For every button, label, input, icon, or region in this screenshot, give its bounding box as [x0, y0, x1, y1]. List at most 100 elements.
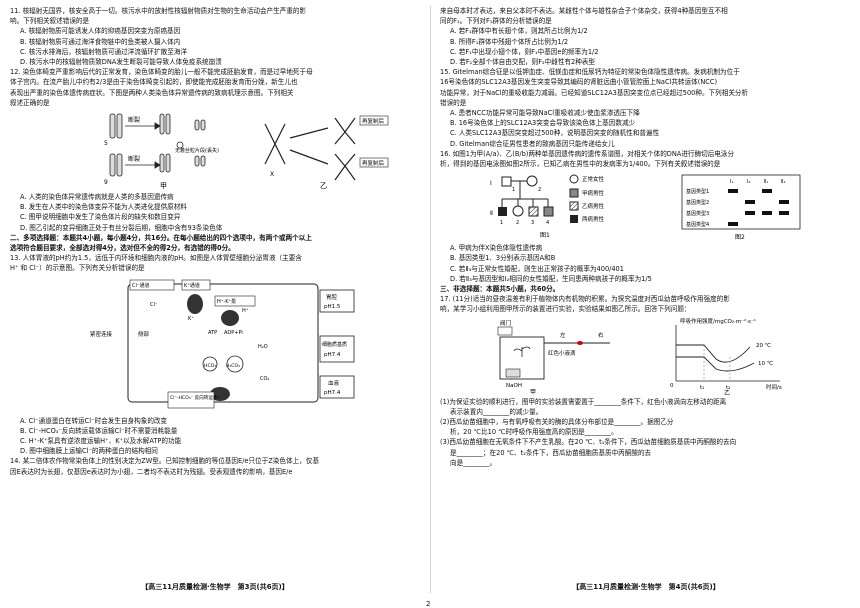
q14-option-c: C. 若F₁中出现小翅个体，则F₁中基因e的频率为1/2 — [450, 47, 599, 56]
q14-stem-cont: 来自母本时才表达，来自父本时不表达。某雌性个体与雄性杂合子个体杂交，获得4种基因… — [440, 7, 728, 15]
q12-stem: 体子宫内。在流产胎儿中约有2/3是由于染色体畸变引起的，即使能完成胚胎发育而分娩… — [10, 78, 298, 87]
gel-row: 基因类型3 — [686, 210, 709, 217]
label-origin: 0 — [670, 383, 674, 389]
q13-option-c: C. H⁺-K⁺泵具有逆浓度运输H⁺、K⁺以及水解ATP的功能 — [20, 437, 182, 446]
page-footer: 【高三11月质量检测·生物学 第3页(共6页)】 — [141, 583, 289, 591]
q15-stem: 15. Gitelman综合征是以低钾血症、低镁血症和低尿钙为特征的常染色体隐性… — [440, 68, 740, 77]
gel-col: Ⅰ₂ — [747, 179, 750, 185]
q17-sub3: 向是________。 — [450, 458, 497, 467]
gel-band — [745, 211, 755, 216]
pedigree-II4 — [543, 206, 554, 217]
q14-option-d: D. 若F₁全部个体自由交配，则F₂中雌性有2种表型 — [450, 58, 596, 67]
ind-4: 4 — [546, 220, 549, 226]
fig-label-jia: 甲 — [160, 182, 167, 190]
ind-2: 2 — [516, 220, 519, 226]
legend-jia-male: 甲病男性 — [582, 189, 605, 197]
q15-stem: 错误的是 — [440, 98, 467, 107]
curve-10c — [676, 356, 755, 372]
q15-option-d: D. Gitelman综合征男性患者的致病基因只能传递给女儿 — [450, 139, 615, 148]
label-cl: Cl⁻ — [150, 302, 158, 308]
label-right: 右 — [598, 331, 604, 339]
ind-2: 2 — [538, 187, 541, 193]
label-k-channel: K⁺通道 — [184, 282, 200, 289]
fig1-label: 图1 — [540, 232, 550, 239]
q17-sub2: 析，20 ℃比10 ℃时呼吸作用强度高的原因是________。 — [450, 428, 618, 437]
q15-stem: 16号染色体的SLC12A3基因发生突变导致其编码的肾脏远曲小管管腔面上NaCl… — [440, 78, 718, 87]
chromosome-9 — [109, 153, 116, 177]
label-t2: t₂ — [726, 385, 730, 391]
gel-band — [745, 200, 755, 205]
section-2-heading: 选项符合题目要求，全部选对得4分，选对但不全的得2分，有选错的得0分。 — [10, 244, 235, 253]
legend-both-male: 两病男性 — [582, 215, 605, 223]
label-9: 9 — [104, 179, 108, 186]
q16-figure: Ⅰ Ⅱ 1 2 1 2 3 4 — [440, 171, 852, 241]
curve-20c — [676, 344, 751, 363]
graph-xlabel: 时间/s — [766, 383, 782, 391]
q16-option-d: D. 若Ⅱ₃与基因型和Ⅰ₂相同的女性婚配，生同患两种病孩子的概率为1/5 — [450, 274, 652, 283]
gel-band — [779, 200, 789, 205]
q16-option-b: B. 基因类型1、3分别表示基因A和B — [450, 254, 556, 263]
label-atp: ATP — [208, 330, 217, 336]
q17-sub1: (1)为保证实验的顺利进行，图甲的实验装置需要置于________条件下，红色小… — [440, 397, 727, 406]
label-cytoplasm: 细胞质基质 — [322, 341, 347, 348]
q17-sub3: 是________；在20 ℃、t₂条件下，西瓜幼苗细胞质基质中丙酮酸的去 — [450, 448, 652, 457]
q13-option-d: D. 图中细胞膜上运输Cl⁻的两种蛋白的结构相同 — [20, 447, 158, 456]
q12-stem: 12. 染色体畸变严重影响后代的正常发育，染色体畸变的胎儿一般不能完成胚胎发育，… — [10, 68, 313, 77]
label-hco3: HCO₃⁻ — [204, 363, 219, 369]
legend-normal-female: 正常女性 — [582, 175, 605, 183]
q15-option-b: B. 16号染色体上的SLC12A3突变会导致该染色体上基因数减少 — [450, 119, 636, 128]
label-hk-pump: H⁺-K⁺泵 — [217, 299, 236, 305]
q11-option-d: D. 核污水中的核辐射物质致DNA发生断裂可能导致人体免疫系统崩溃 — [20, 58, 222, 67]
label-20c: 20 ℃ — [756, 342, 771, 349]
q11-stem: 响。下列相关叙述错误的是 — [10, 17, 90, 26]
fig-yi: 乙 — [724, 390, 730, 395]
label-blood-ph: pH7.4 — [324, 390, 341, 396]
q12-figure: 断裂 断裂 无着丝粒片段(丢失) 5 9 甲 再复制后 再复制后 X 乙 — [10, 110, 420, 190]
gel-band — [779, 211, 789, 216]
label-side: 侧部 — [138, 330, 150, 338]
q11-option-b: B. 核辐射物质可通过海洋食物链中的鱼类被人摄入体内 — [20, 37, 181, 46]
gel-row: 基因类型4 — [686, 221, 709, 228]
pedigree-II2 — [512, 205, 524, 217]
q17-sub3: (3)西瓜幼苗细胞在无氧条件下不产生乳酸。在20 ℃、t₁条件下，西瓜幼苗细胞质… — [440, 438, 737, 447]
q16-option-c: C. 若Ⅱ₃与正常女性婚配，则生出正常孩子的概率为400/401 — [450, 264, 624, 273]
label-break: 断裂 — [128, 155, 140, 163]
q12-option-c: C. 图甲说明细胞中发生了染色体片段的缺失和数目变异 — [20, 213, 181, 222]
q17-figure: 阀门 左 右 红色小液滴 NaOH 甲 呼吸作用强度/mgCO₂·m⁻²·s⁻¹… — [440, 317, 852, 397]
label-k: K⁺ — [188, 316, 194, 322]
right-page: 来自母本时才表达，来自父本时不表达。某雌性个体与雄性杂合子个体杂交，获得4种基因… — [440, 6, 852, 593]
q16-stem: 16. 如图1为甲(A/a)、乙(B/b)两种单基因遗传病的遗传系谱图，对相关个… — [440, 149, 735, 158]
gen-2: Ⅱ — [490, 210, 493, 217]
gel-col: Ⅱ₁ — [764, 179, 768, 185]
q15-stem: 功能异常，对于NaCl的重吸收能力减弱。已经知道SLC12A3基因突变位点已经超… — [440, 88, 749, 97]
label-co2: CO₂ — [260, 376, 269, 382]
q13-option-b: B. Cl⁻-HCO₃⁻反向转运载体运输Cl⁻时不需要消耗能量 — [20, 426, 178, 435]
left-page: 11. 核辐射无国界，核安全高于一切。核污水中的放射性核辐射物质对生物的生命活动… — [10, 6, 420, 593]
q14-option-a: A. 若F₁群体中有长翅个体，则其所占比例为1/2 — [450, 27, 588, 36]
label-blood: 血液 — [328, 379, 340, 387]
gel-row: 基因类型1 — [686, 188, 709, 195]
label-h2co3: H₂CO₃ — [226, 363, 240, 369]
label-adp: ADP+Pi — [224, 330, 243, 336]
q13-option-a: A. Cl⁻通道蛋白在转运Cl⁻时会发生自身构象的改变 — [20, 416, 168, 425]
q14-stem: 14. 某二倍体农作物常染色体上的性别决定为ZW型。已知控制细胞的等位基因E/e… — [10, 457, 319, 466]
label-tight-junction: 紧密连接 — [90, 330, 113, 338]
pedigree-II3 — [528, 206, 539, 217]
q15-option-c: C. 人类SLC12A3基因突变超过500种，说明基因突变的随机性和普遍性 — [450, 129, 660, 138]
label-re-replicate: 再复制后 — [362, 159, 385, 167]
q13-stem: H⁺ 和 Cl⁻）的示意图。下列有关分析错误的是 — [10, 264, 145, 273]
fig-jia: 甲 — [530, 389, 536, 395]
q16-stem: 析，得到的基因电泳图如图2所示，已知乙病在男性中的发病率为1/400。下列有关叙… — [440, 160, 721, 169]
gel-band — [762, 189, 772, 194]
label-10c: 10 ℃ — [758, 360, 773, 367]
ind-1: 1 — [500, 220, 503, 226]
label-lumen-ph: pH1.5 — [324, 304, 341, 310]
ind-1: 1 — [512, 187, 515, 193]
gel-band — [762, 211, 772, 216]
gastric-parietal-cell-diagram: Cl⁻通道 K⁺通道 H⁺-K⁺泵 胃腔 pH1.5 细胞质基质 pH7.4 血… — [90, 279, 355, 408]
label-h2o: H₂O — [258, 344, 268, 350]
label-re-replicate: 再复制后 — [362, 117, 385, 125]
section-2-heading: 二、多项选择题：本题共4小题，每小题4分，共16分。在每小题给出的四个选项中，有… — [10, 233, 312, 242]
label-t1: t₁ — [700, 385, 704, 391]
label-x: X — [270, 171, 274, 178]
